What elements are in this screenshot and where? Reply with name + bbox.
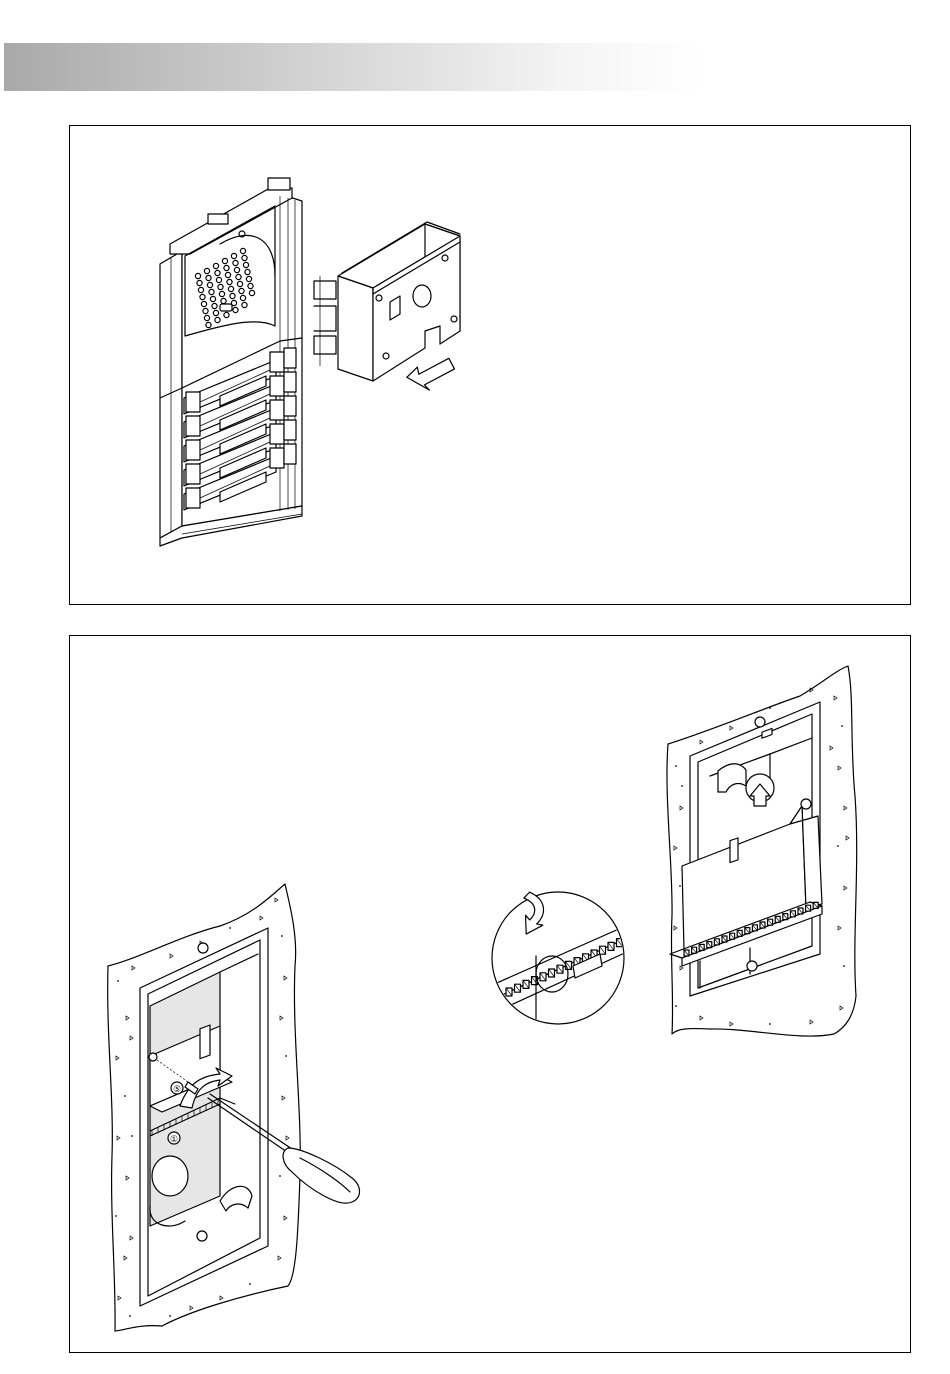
figure-panel-flush-box: ⑤ ① — [69, 635, 911, 1353]
wall-flush-box-left: ⑤ ① — [108, 884, 301, 1331]
figure-panel-module-insertion — [69, 125, 911, 605]
illustration-panel-1 — [70, 126, 912, 606]
wall-flush-box-right — [667, 666, 857, 1036]
insert-direction-arrow-icon — [405, 352, 458, 397]
illustration-panel-2: ⑤ ① — [70, 636, 912, 1354]
magnified-detail — [490, 891, 640, 1056]
callout-step-a-label: ① — [170, 1134, 178, 1144]
section-header-band — [4, 43, 704, 91]
electronic-module — [314, 222, 460, 381]
callout-step-b-label: ⑤ — [173, 1084, 181, 1094]
door-panel-frame — [160, 178, 302, 546]
